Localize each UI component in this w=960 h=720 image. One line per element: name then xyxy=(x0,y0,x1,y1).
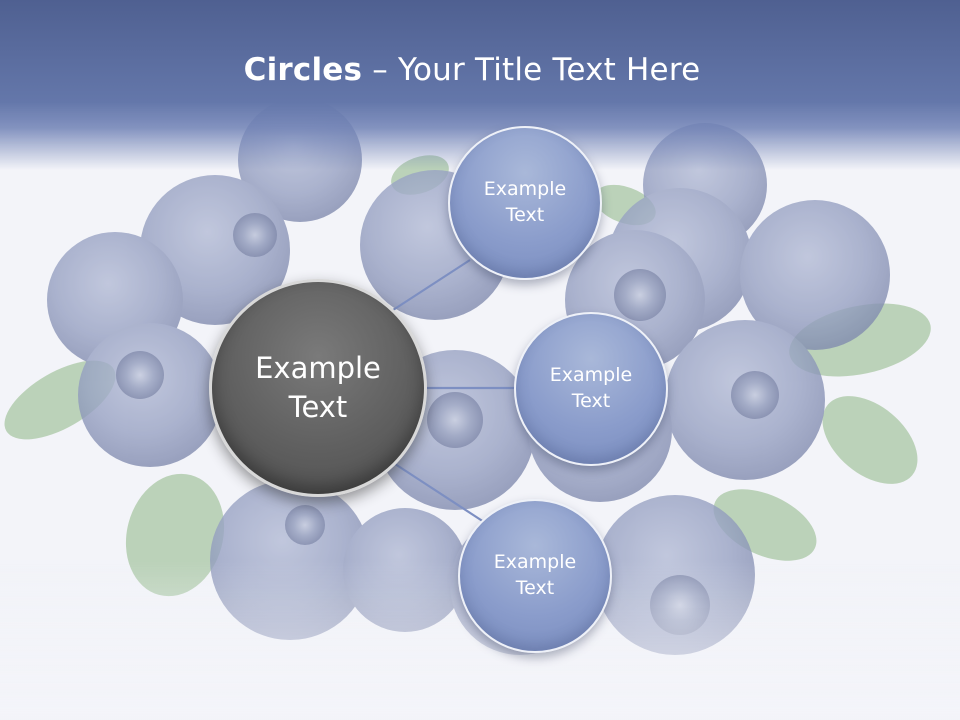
title-bold: Circles xyxy=(243,52,363,88)
satellite-circle-label: Example Text xyxy=(493,551,577,599)
connector-line-top xyxy=(389,259,471,313)
satellite-circle-top[interactable]: Example Text xyxy=(448,126,602,280)
connector-line-bottom xyxy=(391,461,485,523)
satellite-circle-middle[interactable]: Example Text xyxy=(514,312,668,466)
satellite-circle-label: Example Text xyxy=(483,178,567,226)
center-circle-label: Example Text xyxy=(255,350,381,424)
satellite-circle-bottom[interactable]: Example Text xyxy=(458,499,612,653)
center-circle[interactable]: Example Text xyxy=(209,279,427,497)
title-rest: – Your Title Text Here xyxy=(362,52,701,88)
satellite-circle-label: Example Text xyxy=(549,364,633,412)
slide-title[interactable]: Circles – Your Title Text Here xyxy=(0,52,944,88)
